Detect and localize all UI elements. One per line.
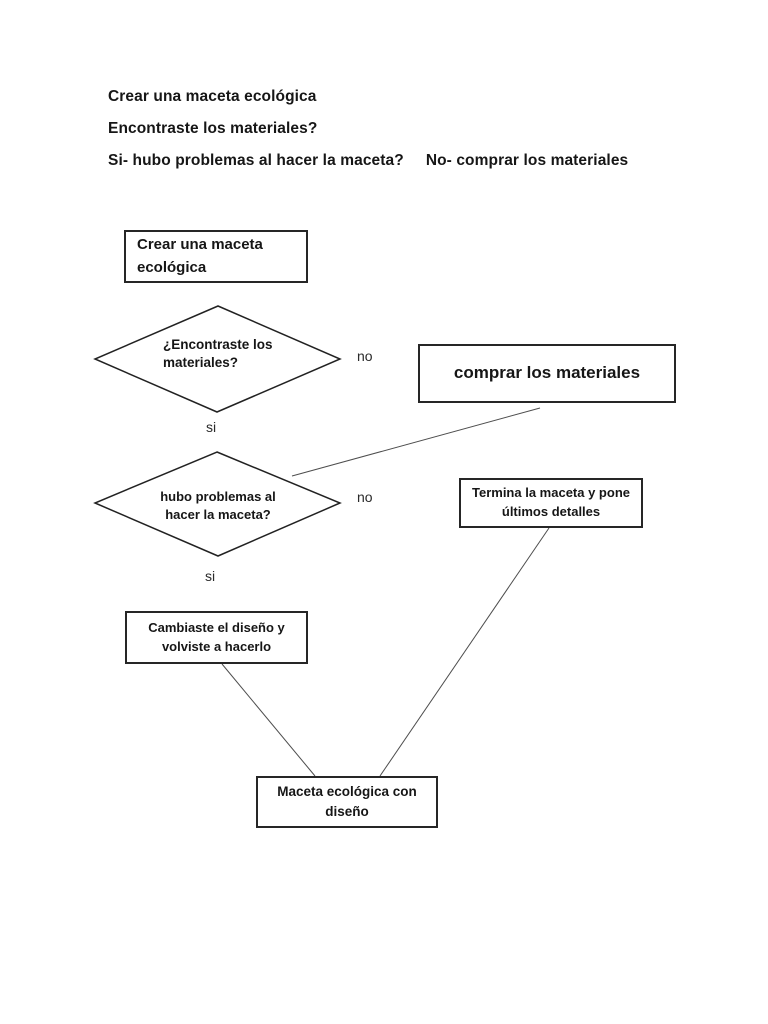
legend-no-text: No- comprar los materiales [425, 152, 629, 169]
decision-problems-no-label: no [357, 489, 373, 505]
node-result-label: Maceta ecológica con diseño [277, 784, 417, 819]
node-buy-box: comprar los materiales [418, 344, 676, 403]
node-result-box: Maceta ecológica con diseño [256, 776, 438, 828]
node-buy-label: comprar los materiales [453, 363, 641, 383]
decision-materials-no-label: no [357, 348, 373, 364]
edge-finish-to-result [379, 527, 550, 777]
node-start-label: Crear una maceta ecológica [137, 236, 263, 276]
doc-heading-question: Encontraste los materiales? [108, 120, 318, 137]
decision-materials-si-label: si [206, 419, 217, 435]
decision-problems-si-label: si [205, 568, 216, 584]
node-start-box: Crear una maceta ecológica [124, 230, 308, 283]
edge-buy-to-decision-problems [291, 407, 541, 477]
edge-redesign-to-result [221, 663, 316, 777]
node-redesign-box: Cambiaste el diseño y volviste a hacerlo [125, 611, 308, 664]
node-finish-label: Termina la maceta y pone últimos detalle… [472, 485, 630, 519]
doc-heading-title: Crear una maceta ecológica [108, 88, 317, 105]
node-finish-box: Termina la maceta y pone últimos detalle… [459, 478, 643, 528]
decision-problems-label: hubo problemas al hacer la maceta? [160, 489, 276, 522]
doc-heading-legend: Si- hubo problemas al hacer la maceta? No… [108, 152, 628, 170]
decision-materials-label: ¿Encontraste los materiales? [163, 337, 273, 371]
node-redesign-label: Cambiaste el diseño y volviste a hacerlo [148, 619, 285, 654]
legend-si-text: Si- hubo problemas al hacer la maceta? [108, 152, 404, 169]
